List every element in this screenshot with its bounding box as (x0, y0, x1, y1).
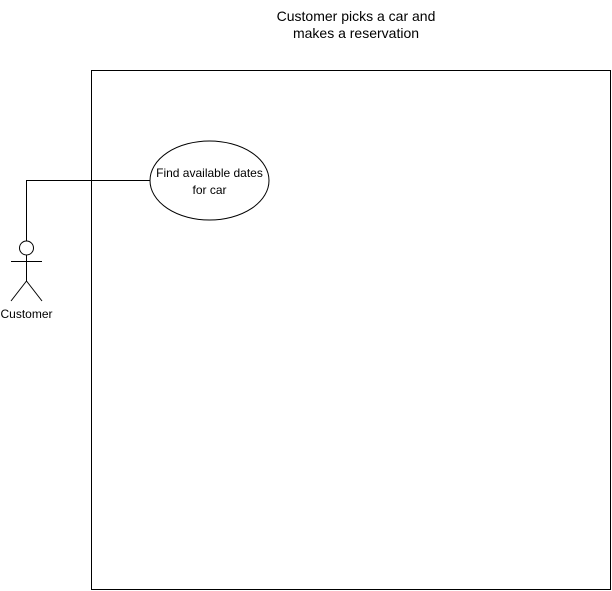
actor-label: Customer (0, 307, 52, 321)
diagram-title-line-1: Customer picks a car and (277, 8, 436, 24)
diagram-title-line-2: makes a reservation (293, 25, 419, 41)
system-boundary[interactable] (91, 70, 611, 590)
use-case-label-line-1: Find available dates (156, 166, 263, 180)
association-line[interactable] (26, 180, 151, 242)
use-case-ellipse[interactable] (149, 140, 270, 221)
actor-customer[interactable] (10, 240, 43, 302)
use-case[interactable]: Find available dates for car (149, 140, 270, 221)
diagram-title: Customer picks a car and makes a reserva… (277, 8, 436, 41)
actor-left-leg (10, 280, 27, 302)
use-case-label-line-2: for car (192, 183, 226, 197)
actor-right-leg (26, 280, 43, 302)
actor-head (19, 240, 34, 256)
